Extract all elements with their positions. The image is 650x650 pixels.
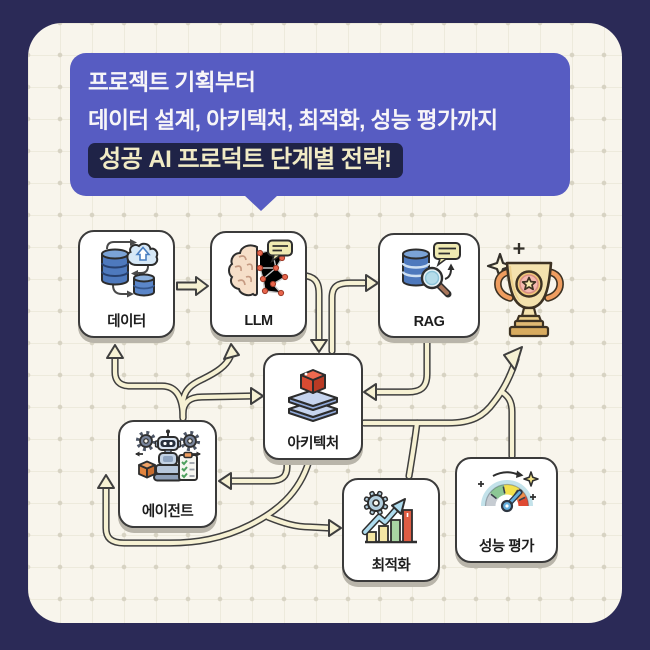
node-label-llm: LLM: [244, 313, 273, 329]
node-label-agent: 에이전트: [141, 504, 194, 520]
header-line-1: 프로젝트 기획부터: [88, 70, 256, 95]
layers-cube-icon: [288, 369, 338, 422]
node-card-agent: 에이전트: [118, 420, 217, 528]
node-label-architecture: 아키텍처: [287, 436, 339, 452]
trophy-icon: [486, 243, 564, 338]
node-card-data: 데이터: [78, 230, 175, 338]
node-label-data: 데이터: [107, 314, 146, 330]
node-card-rag: RAG: [378, 233, 480, 338]
speech-bubble-pointer: [244, 195, 278, 211]
arrow-fills: [103, 273, 519, 546]
goal-trophy: [483, 232, 575, 338]
header-highlight: 성공 AI 프로덕트 단계별 전략!: [88, 143, 403, 178]
header-line-2: 데이터 설계, 아키텍처, 최적화, 성능 평가까지: [88, 108, 498, 133]
node-label-optimization: 최적화: [371, 558, 411, 574]
node-card-evaluation: 성능 평가: [455, 457, 558, 563]
arrow-heads: [97, 274, 523, 537]
gauge-icon: [477, 470, 539, 513]
node-card-llm: LLM: [210, 231, 307, 337]
robot-checklist-icon: [134, 429, 201, 482]
database-search-icon: [401, 242, 461, 298]
node-label-evaluation: 성능 평가: [479, 539, 534, 555]
node-card-optimization: 최적화: [342, 478, 440, 582]
header-speech-bubble: 프로젝트 기획부터 데이터 설계, 아키텍처, 최적화, 성능 평가까지 성공 …: [70, 53, 570, 211]
gear-growth-chart-icon: [361, 490, 417, 544]
node-label-rag: RAG: [413, 314, 445, 330]
brain-network-icon: [227, 239, 293, 297]
node-card-architecture: 아키텍처: [263, 353, 363, 460]
database-cloud-icon: [100, 239, 158, 298]
